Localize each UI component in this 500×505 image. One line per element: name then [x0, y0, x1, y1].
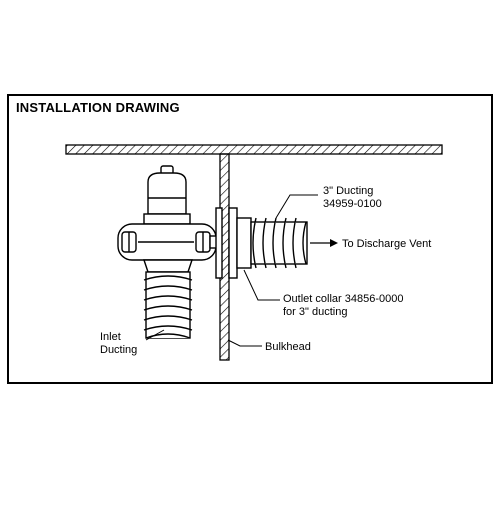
label-inlet: Inlet	[100, 331, 121, 343]
label-ducting-3in: 3" Ducting	[323, 185, 373, 197]
discharge-arrow	[310, 239, 338, 247]
deck-plate	[65, 144, 443, 155]
label-ducting-part: 34959-0100	[323, 198, 382, 210]
drawing-title: INSTALLATION DRAWING	[16, 100, 180, 115]
leader-lines	[145, 194, 318, 347]
outlet-ducting	[250, 217, 308, 269]
inlet-ducting	[143, 271, 193, 339]
blower-unit	[117, 165, 217, 273]
label-outlet-collar: Outlet collar 34856-0000	[283, 293, 403, 305]
label-inlet-ducting: Ducting	[100, 344, 137, 356]
outlet-collar	[215, 207, 252, 279]
label-outlet-collar-size: for 3" ducting	[283, 306, 347, 318]
label-discharge-vent: To Discharge Vent	[342, 238, 431, 250]
label-bulkhead: Bulkhead	[265, 341, 311, 353]
